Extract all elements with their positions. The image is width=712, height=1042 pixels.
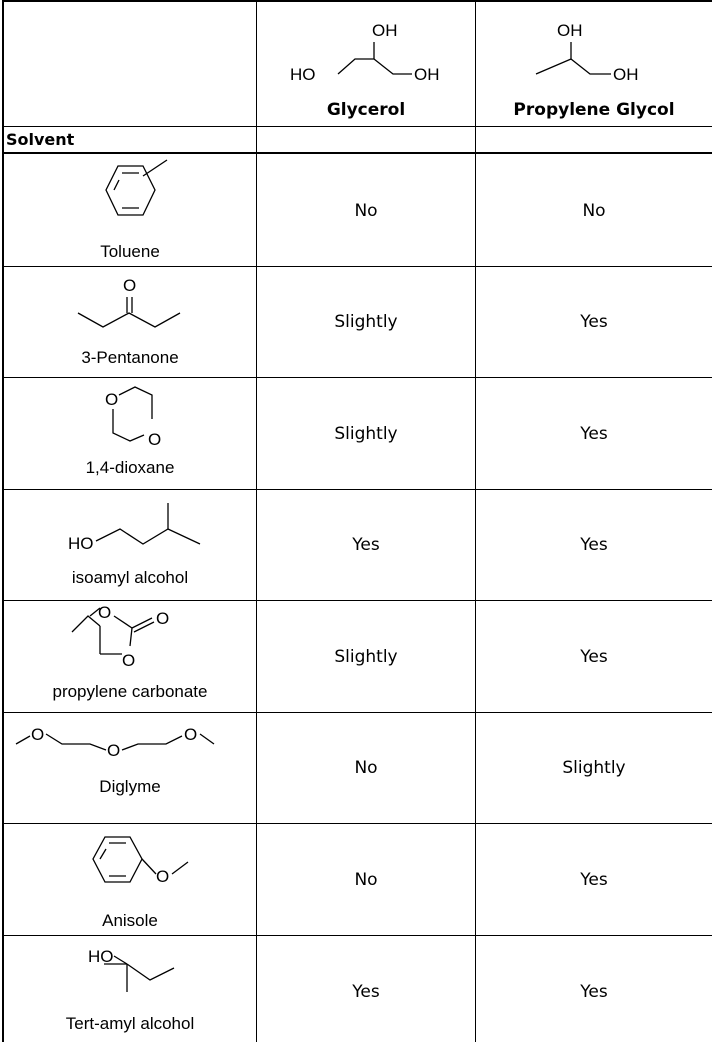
propylene-glycol-solubility: No — [582, 201, 606, 221]
diglyme-oxygen-label: O — [31, 725, 44, 744]
table-border-left — [2, 0, 4, 1042]
propylene-glycol-solubility: Yes — [580, 535, 608, 555]
glycerol-solubility: No — [354, 758, 378, 778]
row-divider — [2, 712, 712, 713]
carbonate-ring-oxygen-label: O — [122, 651, 135, 670]
row-divider — [2, 489, 712, 490]
glycerol-header: Glycerol — [326, 100, 406, 120]
propylene-glycol-solubility: Yes — [580, 424, 608, 444]
dioxane-oxygen-label: O — [148, 430, 161, 449]
column-divider-2 — [475, 0, 476, 1042]
glycerol-solubility: Slightly — [334, 312, 398, 332]
solvent-name: propylene carbonate — [52, 682, 208, 701]
isoamyl-alcohol-structure-icon: HO — [68, 503, 201, 553]
diglyme-oxygen-label: O — [184, 725, 197, 744]
isoamyl-ho-label: HO — [68, 534, 94, 553]
row-divider — [2, 823, 712, 824]
3-pentanone-structure-icon: O — [77, 276, 181, 328]
table-border-top — [2, 0, 712, 2]
dioxane-oxygen-label: O — [105, 390, 118, 409]
solvent-name: isoamyl alcohol — [71, 568, 189, 587]
column-divider-1 — [256, 0, 257, 1042]
row-divider-solvent — [2, 152, 712, 154]
glycerol-oh-label: OH — [372, 21, 398, 40]
1-4-dioxane-structure-icon: O O — [105, 386, 161, 449]
propylene-glycol-structure-icon: OH OH — [535, 21, 639, 84]
carbonate-carbonyl-oxygen-label: O — [156, 609, 169, 628]
glycerol-solubility: No — [354, 201, 378, 221]
glycerol-solubility: Slightly — [334, 424, 398, 444]
glycerol-solubility: No — [354, 870, 378, 890]
propylene-glycol-oh-label: OH — [557, 21, 583, 40]
glycerol-solubility: Yes — [352, 982, 380, 1002]
row-divider — [2, 377, 712, 378]
solvent-name: Anisole — [102, 911, 158, 930]
glycerol-oh-label: OH — [414, 65, 440, 84]
propylene-glycol-header: Propylene Glycol — [513, 100, 675, 120]
tert-amyl-alcohol-structure-icon: HO — [88, 947, 175, 992]
solvent-name: 1,4-dioxane — [85, 458, 175, 477]
carbonyl-oxygen-label: O — [123, 276, 136, 295]
propylene-glycol-oh-label: OH — [613, 65, 639, 84]
anisole-structure-icon: O — [92, 836, 189, 886]
anisole-oxygen-label: O — [156, 867, 169, 886]
carbonate-ring-oxygen-label: O — [98, 603, 111, 622]
row-divider-header — [2, 126, 712, 127]
propylene-glycol-solubility: Yes — [580, 647, 608, 667]
row-divider — [2, 935, 712, 936]
propylene-glycol-solubility: Slightly — [562, 758, 626, 778]
diglyme-structure-icon: O O O — [15, 725, 215, 760]
solvent-name: Tert-amyl alcohol — [65, 1014, 195, 1033]
tert-amyl-ho-label: HO — [88, 947, 114, 966]
toluene-structure-icon — [105, 159, 168, 216]
row-divider — [2, 266, 712, 267]
glycerol-solubility: Slightly — [334, 647, 398, 667]
glycerol-solubility: Yes — [352, 535, 380, 555]
glycerol-ho-label: HO — [290, 65, 316, 84]
solvent-column-label: Solvent — [6, 130, 75, 149]
glycerol-structure-icon: OH HO OH — [290, 21, 440, 84]
diglyme-oxygen-label: O — [107, 741, 120, 760]
solvent-name: 3-Pentanone — [81, 348, 179, 367]
propylene-carbonate-structure-icon: O O O — [71, 603, 169, 670]
propylene-glycol-solubility: Yes — [580, 312, 608, 332]
propylene-glycol-solubility: Yes — [580, 870, 608, 890]
propylene-glycol-solubility: Yes — [580, 982, 608, 1002]
solvent-name: Diglyme — [99, 777, 161, 796]
row-divider — [2, 600, 712, 601]
solvent-name: Toluene — [100, 242, 160, 261]
